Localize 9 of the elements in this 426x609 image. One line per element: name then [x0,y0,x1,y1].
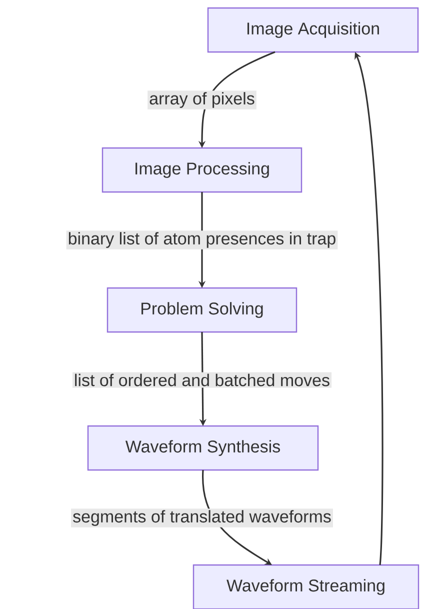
process-box: Waveform Streaming [192,564,420,609]
edge-label: segments of translated waveforms [71,508,333,528]
process-box: Image Processing [102,147,302,193]
process-box: Image Acquisition [207,7,419,53]
edge-label: list of ordered and batched moves [72,372,332,388]
process-box: Problem Solving [106,287,298,333]
edge-label: binary list of atom presences in trap [66,230,338,250]
process-box: Waveform Synthesis [87,425,319,471]
edge-label: array of pixels [148,90,256,110]
